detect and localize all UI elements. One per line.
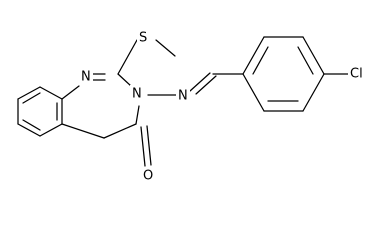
methylthio-bond-c2-s — [117, 39, 138, 75]
atom-label-cl: Cl — [350, 67, 363, 82]
atom-label-o: O — [143, 169, 153, 184]
methylthio-bond-s-ch3 — [155, 39, 176, 57]
benzo-bond-4 — [17, 123, 41, 137]
benzo-bond-6 — [17, 86, 41, 100]
atom-label-n3: N — [132, 87, 142, 102]
imine-bond-double — [195, 75, 217, 95]
label-mask-s — [137, 30, 151, 46]
imine-bond-single — [189, 72, 211, 92]
carbonyl-bond-2 — [146, 125, 152, 166]
aryl-bond-3 — [302, 36, 325, 75]
aryl-inner-bond-2 — [297, 46, 314, 75]
label-mask-o — [141, 167, 155, 183]
label-mask-cl — [348, 66, 370, 82]
label-mask-n3 — [130, 85, 144, 101]
benzo-bond-1 — [39, 86, 63, 100]
aryl-inner-bond-1 — [252, 46, 269, 75]
benzo-inner-bond-1 — [22, 92, 41, 104]
benzo-bond-3 — [39, 123, 63, 137]
atom-label-n1: N — [81, 70, 91, 85]
aryl-bond-1 — [242, 36, 265, 75]
atom-label-s: S — [139, 31, 147, 46]
chemical-structure-diagram: N N N S Cl O — [17, 30, 370, 184]
atom-label-imine-n: N — [178, 89, 188, 104]
benzo-inner-bond-3 — [22, 119, 41, 131]
ring-bond-c4-c4a — [103, 123, 137, 139]
ring-bond-n3-c4 — [135, 105, 140, 125]
label-mask-imine-n — [176, 87, 190, 103]
ring-bond-c4a-c8a — [61, 123, 105, 139]
ring-bond-c2-n3 — [117, 73, 132, 87]
aryl-bond-6 — [242, 73, 265, 112]
ring-bond-c8a-n1 — [61, 85, 80, 100]
carbonyl-bond-1 — [140, 126, 146, 167]
molecule-canvas: N N N S Cl O — [17, 30, 370, 184]
label-mask-n1 — [79, 68, 93, 84]
aryl-bond-4 — [302, 73, 325, 112]
